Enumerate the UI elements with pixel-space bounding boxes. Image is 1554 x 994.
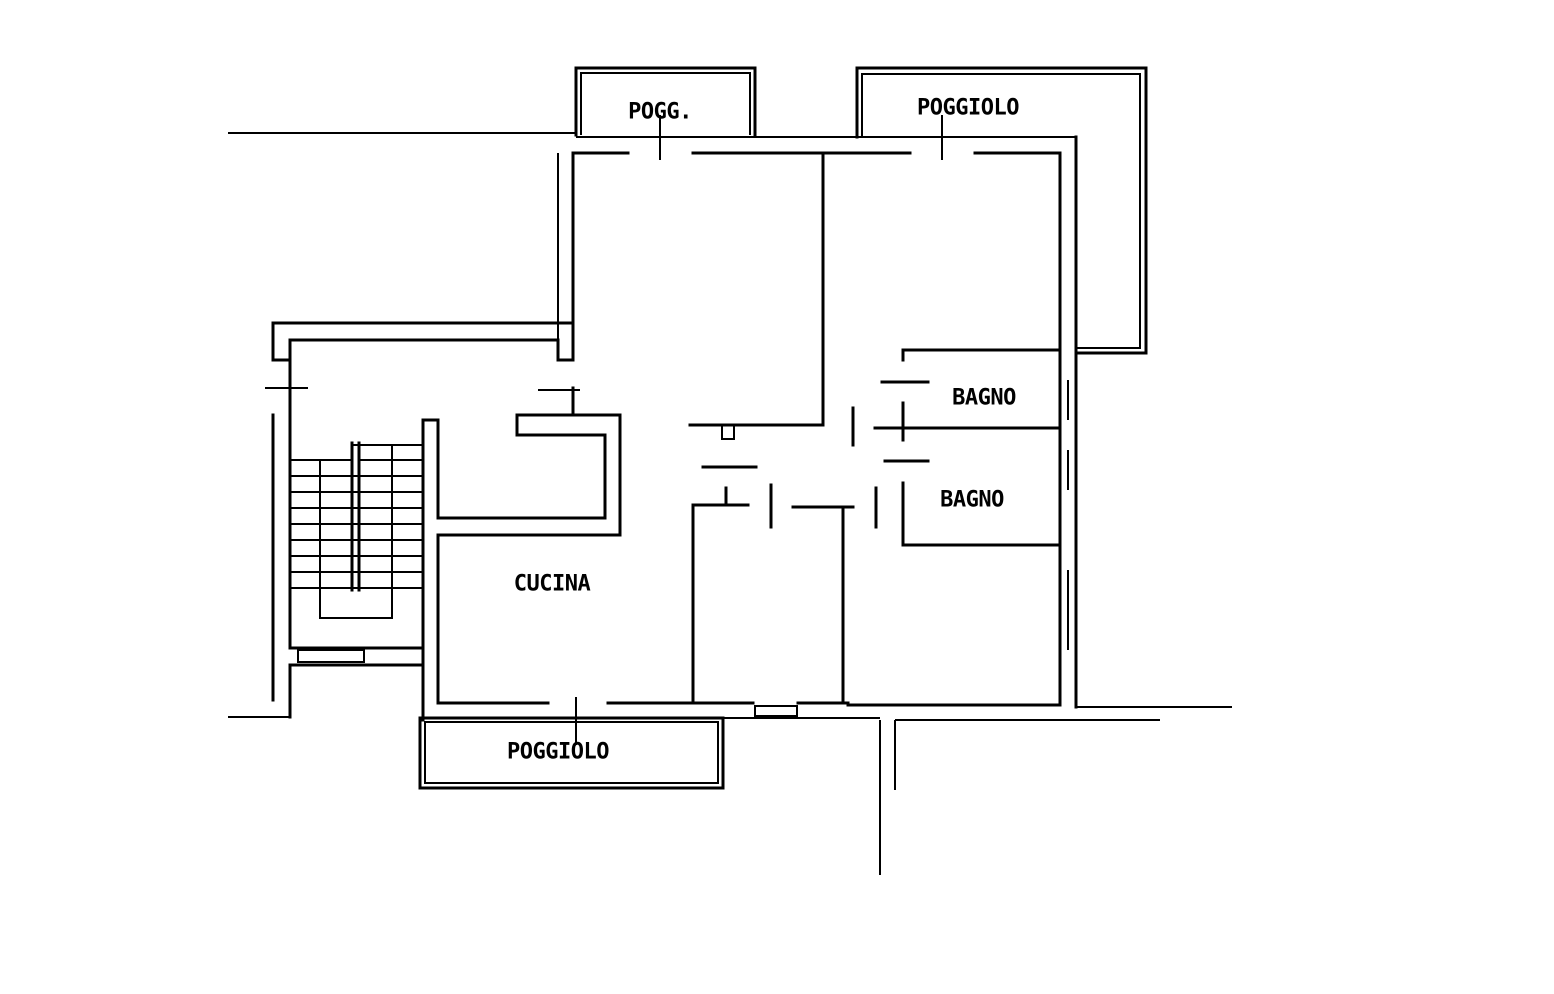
balcony-poggiolo-bottom — [418, 716, 725, 790]
room-label-bagno-lower: BAGNO — [940, 487, 1004, 513]
staircase — [290, 441, 423, 619]
balcony-poggiolo-top-right — [855, 66, 1148, 355]
room-label-poggiolo-bottom: POGGIOLO — [507, 739, 609, 765]
room-label-pogg: POGG. — [628, 99, 692, 125]
exterior-walls — [265, 115, 1078, 745]
balcony-pogg-top-left — [574, 66, 757, 137]
room-label-poggiolo-top: POGGIOLO — [917, 95, 1019, 121]
room-label-bagno-upper: BAGNO — [952, 385, 1016, 411]
room-label-cucina: CUCINA — [513, 571, 591, 597]
interior-walls — [688, 151, 1062, 705]
